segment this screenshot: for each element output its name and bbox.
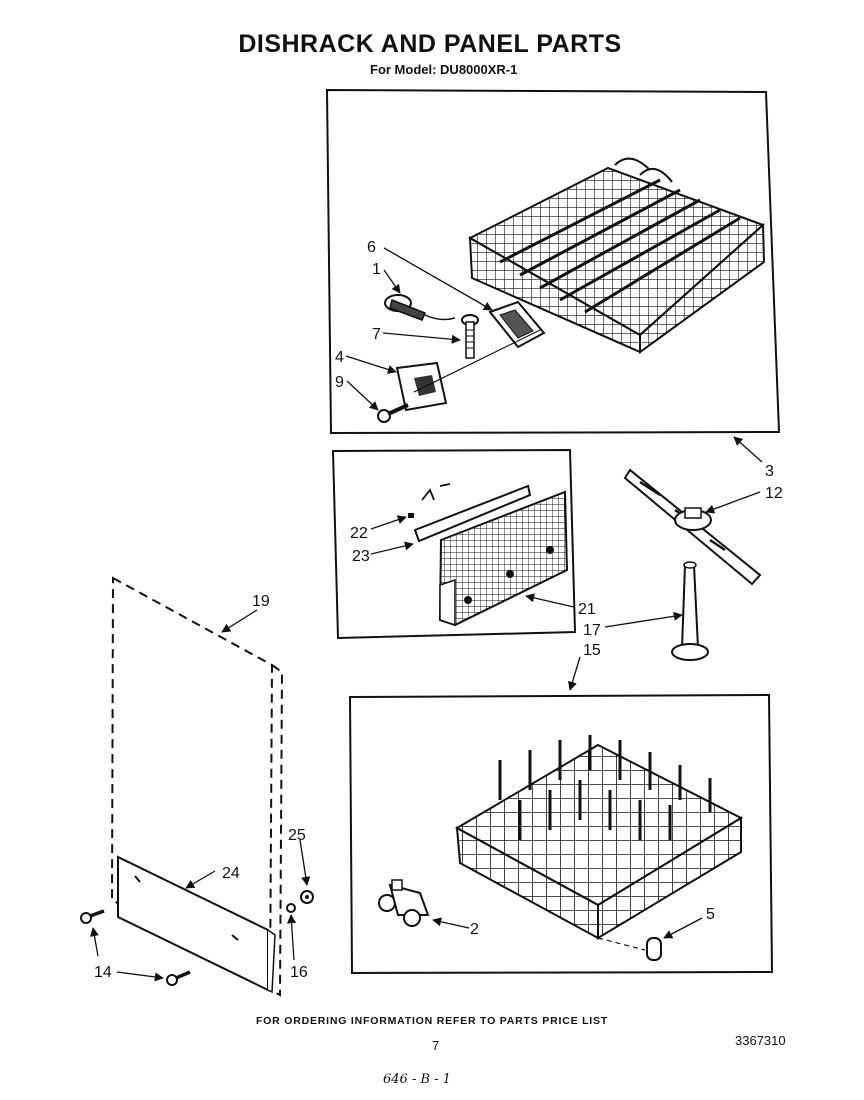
filter-rail-part — [413, 484, 532, 543]
callout-16: 19 — [252, 593, 270, 610]
callout-12: 15 — [583, 642, 601, 659]
upper-rack-box — [325, 88, 781, 435]
dashed-alignment-line — [597, 937, 646, 951]
callout-15: 17 — [583, 622, 601, 639]
callout-7: 9 — [335, 374, 344, 391]
lower-rack-box — [348, 693, 774, 975]
washer-part — [286, 903, 296, 913]
rack-stop-cap-part — [646, 937, 662, 961]
page-number: 7 — [432, 1038, 440, 1053]
rack-adjuster-part — [384, 294, 456, 321]
leader-lines — [89, 247, 763, 982]
callout-5: 6 — [367, 239, 376, 256]
callout-21: 23 — [352, 548, 370, 565]
callout-2: 2 — [470, 921, 479, 938]
rack-roller-part — [378, 879, 430, 927]
toe-panel-part — [117, 855, 276, 994]
callout-1: 1 — [372, 261, 381, 278]
callout-23: 16 — [290, 964, 308, 981]
alignment-line — [413, 329, 541, 393]
panel-screw-left — [80, 909, 105, 924]
model-subtitle: For Model: DU8000XR-1 — [370, 62, 518, 77]
callout-3: 3 — [765, 463, 774, 480]
filter-clip-part — [408, 483, 451, 518]
filter-screen-assembly — [438, 490, 569, 627]
callout-4: 4 — [335, 349, 344, 366]
filter-box — [331, 448, 577, 640]
callout-17: 21 — [578, 601, 596, 618]
handwritten-code: 646 - B - 1 — [383, 1072, 451, 1087]
document-number: 3367310 — [735, 1033, 786, 1048]
lower-dishrack — [454, 735, 744, 940]
stud-part — [461, 314, 479, 359]
stop-clip-part — [395, 361, 448, 412]
screw-part-upper — [377, 403, 409, 423]
callout-labels: 6 1 7 4 9 3 12 22 23 21 17 15 19 25 24 1… — [94, 239, 783, 981]
callout-9: 12 — [765, 485, 783, 502]
callout-24: 14 — [94, 964, 112, 981]
spray-tower-part — [671, 561, 709, 661]
callout-25: 25 — [288, 827, 306, 844]
callout-19: 22 — [350, 525, 368, 542]
upper-dishrack — [467, 157, 766, 354]
page-title: DISHRACK AND PANEL PARTS — [238, 30, 622, 58]
panel-screw-bottom — [166, 970, 191, 986]
nut-part — [300, 890, 314, 904]
spray-arm-part — [623, 468, 762, 586]
bracket-plate-part — [488, 300, 546, 349]
callout-14: 5 — [706, 906, 715, 923]
door-panel-outline — [110, 576, 284, 997]
callout-6: 7 — [372, 326, 381, 343]
ordering-note: FOR ORDERING INFORMATION REFER TO PARTS … — [255, 1015, 609, 1027]
callout-22: 24 — [222, 865, 240, 882]
